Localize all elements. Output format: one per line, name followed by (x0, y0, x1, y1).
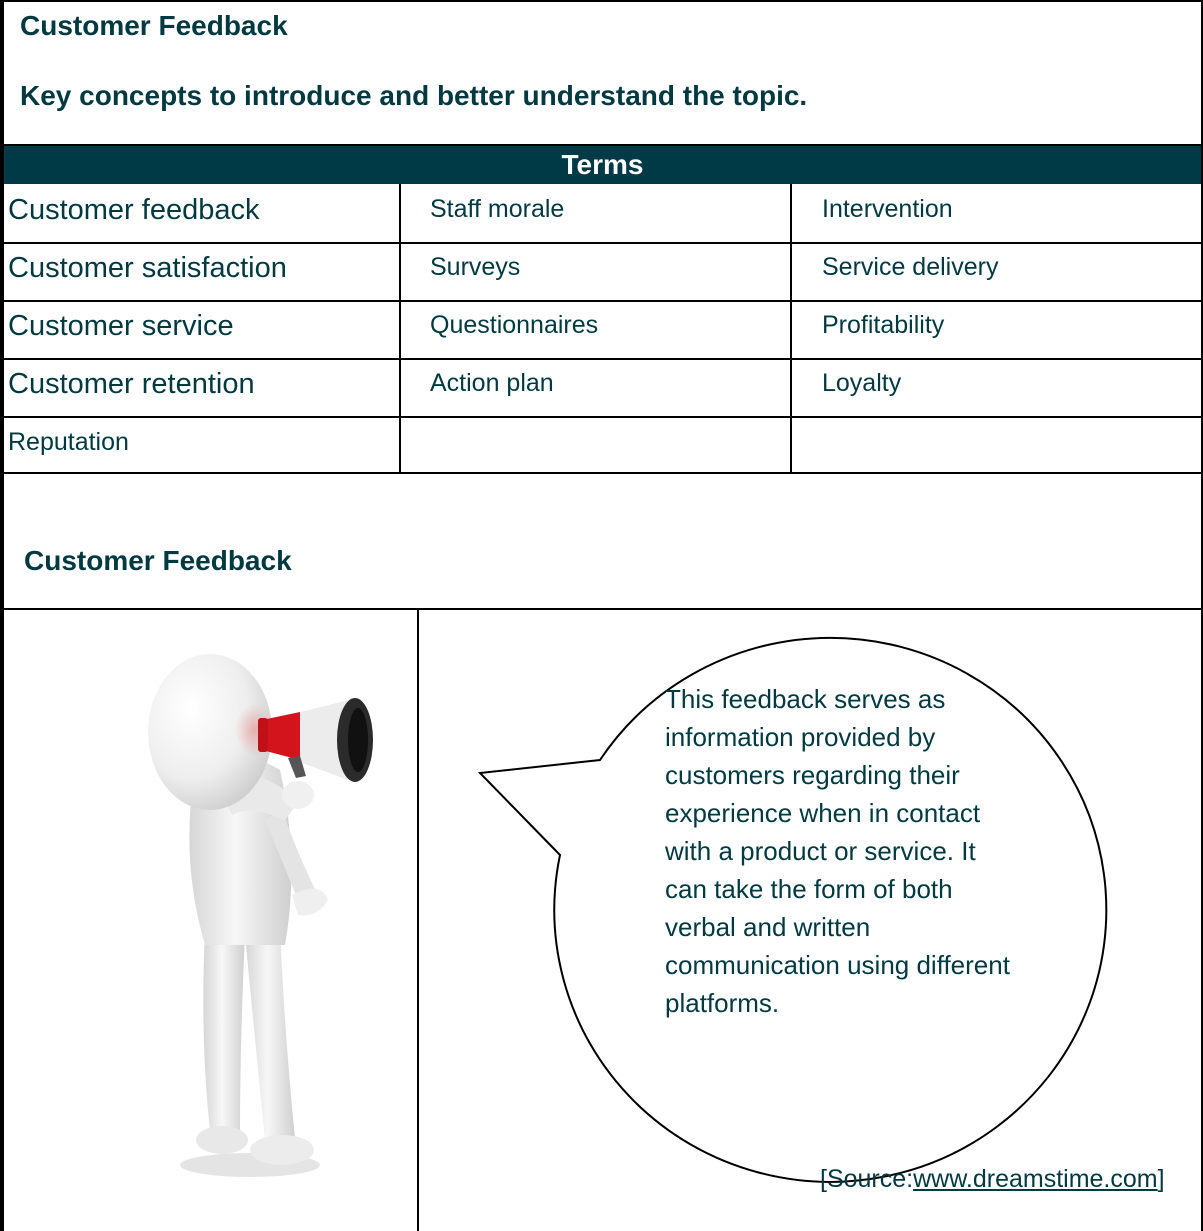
table-row-divider (0, 242, 1203, 244)
border-right (1201, 0, 1203, 1231)
speech-bubble (477, 636, 1108, 1183)
border-left (0, 0, 4, 1231)
divider-under-heading (0, 144, 1203, 146)
term-cell: Customer satisfaction (8, 252, 287, 284)
bubble-text: This feedback serves as information prov… (665, 684, 1010, 1018)
section-divider (0, 608, 1203, 610)
term-cell: Service delivery (822, 253, 999, 281)
term-cell: Staff morale (430, 195, 565, 223)
table-col-divider-2 (790, 184, 792, 474)
source-suffix: ] (1157, 1165, 1165, 1193)
term-cell: Customer retention (8, 368, 255, 400)
table-row-divider (0, 416, 1203, 418)
term-cell: Customer feedback (8, 194, 260, 226)
term-cell: Profitability (822, 311, 945, 339)
source-prefix: [Source: (820, 1165, 914, 1193)
table-row-divider (0, 358, 1203, 360)
source-citation: [Source:www.dreamstime.com] (820, 1165, 1165, 1194)
term-cell: Loyalty (822, 369, 902, 397)
section-title: Customer Feedback (24, 545, 292, 576)
table-col-divider-1 (399, 184, 401, 474)
term-cell: Action plan (430, 369, 554, 397)
section-col-divider (417, 608, 419, 1231)
page-subtitle: Key concepts to introduce and better und… (20, 80, 808, 111)
term-cell: Questionnaires (430, 311, 599, 339)
person-with-megaphone-icon (148, 654, 373, 1177)
table-bottom-border (0, 472, 1203, 474)
border-top (0, 0, 1203, 2)
term-cell: Customer service (8, 310, 234, 342)
term-cell: Reputation (8, 428, 129, 456)
term-cell: Surveys (430, 253, 521, 281)
page-title: Customer Feedback (20, 10, 288, 41)
table-row-divider (0, 300, 1203, 302)
terms-header: Terms (4, 146, 1201, 184)
term-cell: Intervention (822, 195, 953, 223)
source-link[interactable]: www.dreamstime.com (913, 1165, 1158, 1193)
megaphone-icon (258, 698, 373, 782)
